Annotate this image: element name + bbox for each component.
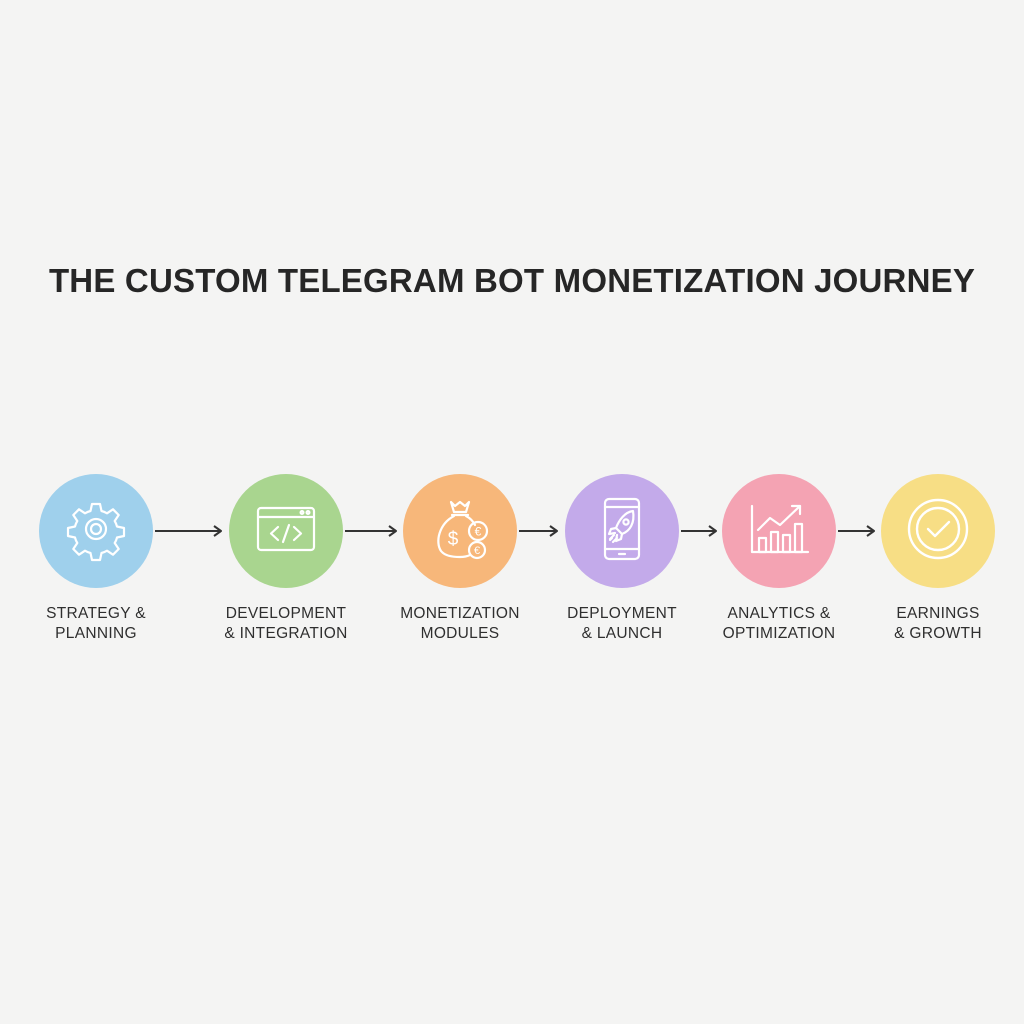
phone-rocket-icon [587,494,657,569]
step-label-analytics: ANALYTICS & OPTIMIZATION [722,605,836,642]
arrow-connector [155,525,223,537]
step-label-strategy: STRATEGY & PLANNING [46,605,146,642]
step-circle-strategy [39,474,153,588]
arrow-connector [838,525,876,537]
gear-icon [61,494,131,569]
money-bag-icon: $ € € [425,494,495,569]
svg-text:$: $ [448,529,459,550]
step-circle-analytics [722,474,836,588]
arrow-connector [345,525,398,537]
step-label-development: DEVELOPMENT & INTEGRATION [224,605,348,642]
arrow-connector [519,525,559,537]
code-window-icon [251,494,321,569]
step-circle-earnings [881,474,995,588]
arrow-connector [681,525,718,537]
svg-text:€: € [474,545,480,557]
step-circle-monetization: $ € € [403,474,517,588]
diagram-title: THE CUSTOM TELEGRAM BOT MONETIZATION JOU… [48,262,976,299]
svg-text:€: € [475,524,482,538]
step-circle-deployment [565,474,679,588]
step-circle-development [229,474,343,588]
checkmark-badge-icon [903,494,973,569]
bar-chart-growth-icon [744,494,814,569]
step-label-earnings: EARNINGS & GROWTH [894,605,982,642]
step-label-monetization: MONETIZATION MODULES [400,605,520,642]
step-label-deployment: DEPLOYMENT & LAUNCH [567,605,677,642]
